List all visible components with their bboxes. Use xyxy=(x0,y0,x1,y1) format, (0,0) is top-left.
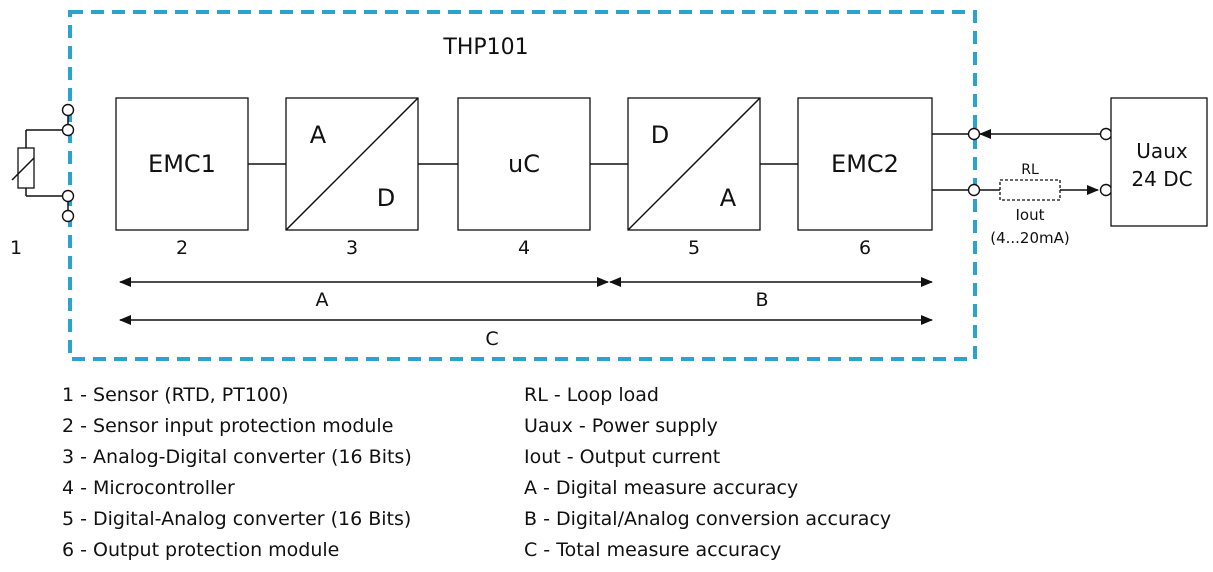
iout-range-label: (4...20mA) xyxy=(990,229,1070,247)
legend-item: C - Total measure accuracy xyxy=(524,539,782,561)
output-terminal-minus xyxy=(967,183,981,197)
uaux-voltage-label: 24 DC xyxy=(1131,167,1192,191)
supply-terminal-minus xyxy=(1099,183,1113,197)
block-number: 1 xyxy=(10,237,22,259)
supply-terminal-plus xyxy=(1099,127,1113,141)
dac-diagonal xyxy=(627,97,761,231)
legend-item: A - Digital measure accuracy xyxy=(524,477,799,499)
sensor-rtd-icon xyxy=(11,103,75,223)
span-a-label: A xyxy=(316,289,329,311)
block-number: 2 xyxy=(176,237,188,259)
legend-item: 2 - Sensor input protection module xyxy=(62,415,394,437)
dac-output-label: A xyxy=(720,184,737,212)
microcontroller-label: uC xyxy=(508,150,540,178)
adc-input-label: A xyxy=(310,121,327,149)
emc2-label: EMC2 xyxy=(831,150,899,178)
rl-resistor xyxy=(999,179,1061,201)
legend-item: 4 - Microcontroller xyxy=(62,477,235,499)
legend-item: 1 - Sensor (RTD, PT100) xyxy=(62,384,289,406)
sensor-terminal xyxy=(61,209,75,223)
emc2-block xyxy=(797,97,933,231)
legend-left: 1 - Sensor (RTD, PT100) 2 - Sensor input… xyxy=(62,380,412,566)
uaux-label: Uaux xyxy=(1136,139,1188,163)
uaux-block xyxy=(1110,97,1208,227)
legend-item: Iout - Output current xyxy=(524,446,721,468)
dac-input-label: D xyxy=(651,121,669,149)
rl-label: RL xyxy=(1021,162,1039,178)
sensor-terminal xyxy=(61,103,75,117)
sensor-terminal xyxy=(61,189,75,203)
device-title: THP101 xyxy=(442,35,528,60)
adc-output-label: D xyxy=(377,184,395,212)
emc1-label: EMC1 xyxy=(148,150,216,178)
adc-diagonal xyxy=(285,97,419,231)
microcontroller-block xyxy=(457,97,591,231)
output-terminal-plus xyxy=(967,127,981,141)
legend-item: RL - Loop load xyxy=(524,384,659,406)
legend-right: RL - Loop load Uaux - Power supply Iout … xyxy=(524,380,891,566)
block-number: 5 xyxy=(688,237,700,259)
emc1-block xyxy=(115,97,249,231)
legend-item: 5 - Digital-Analog converter (16 Bits) xyxy=(62,508,412,530)
legend-item: 6 - Output protection module xyxy=(62,539,340,561)
span-b-label: B xyxy=(755,289,768,311)
legend-item: B - Digital/Analog conversion accuracy xyxy=(524,508,892,530)
legend-item: Uaux - Power supply xyxy=(524,415,718,437)
block-number: 4 xyxy=(518,237,530,259)
sensor-terminal xyxy=(61,123,75,137)
iout-label: Iout xyxy=(1016,206,1045,224)
block-number: 6 xyxy=(859,237,871,259)
span-c-label: C xyxy=(485,328,498,350)
legend-item: 3 - Analog-Digital converter (16 Bits) xyxy=(62,446,412,468)
block-number: 3 xyxy=(346,237,358,259)
